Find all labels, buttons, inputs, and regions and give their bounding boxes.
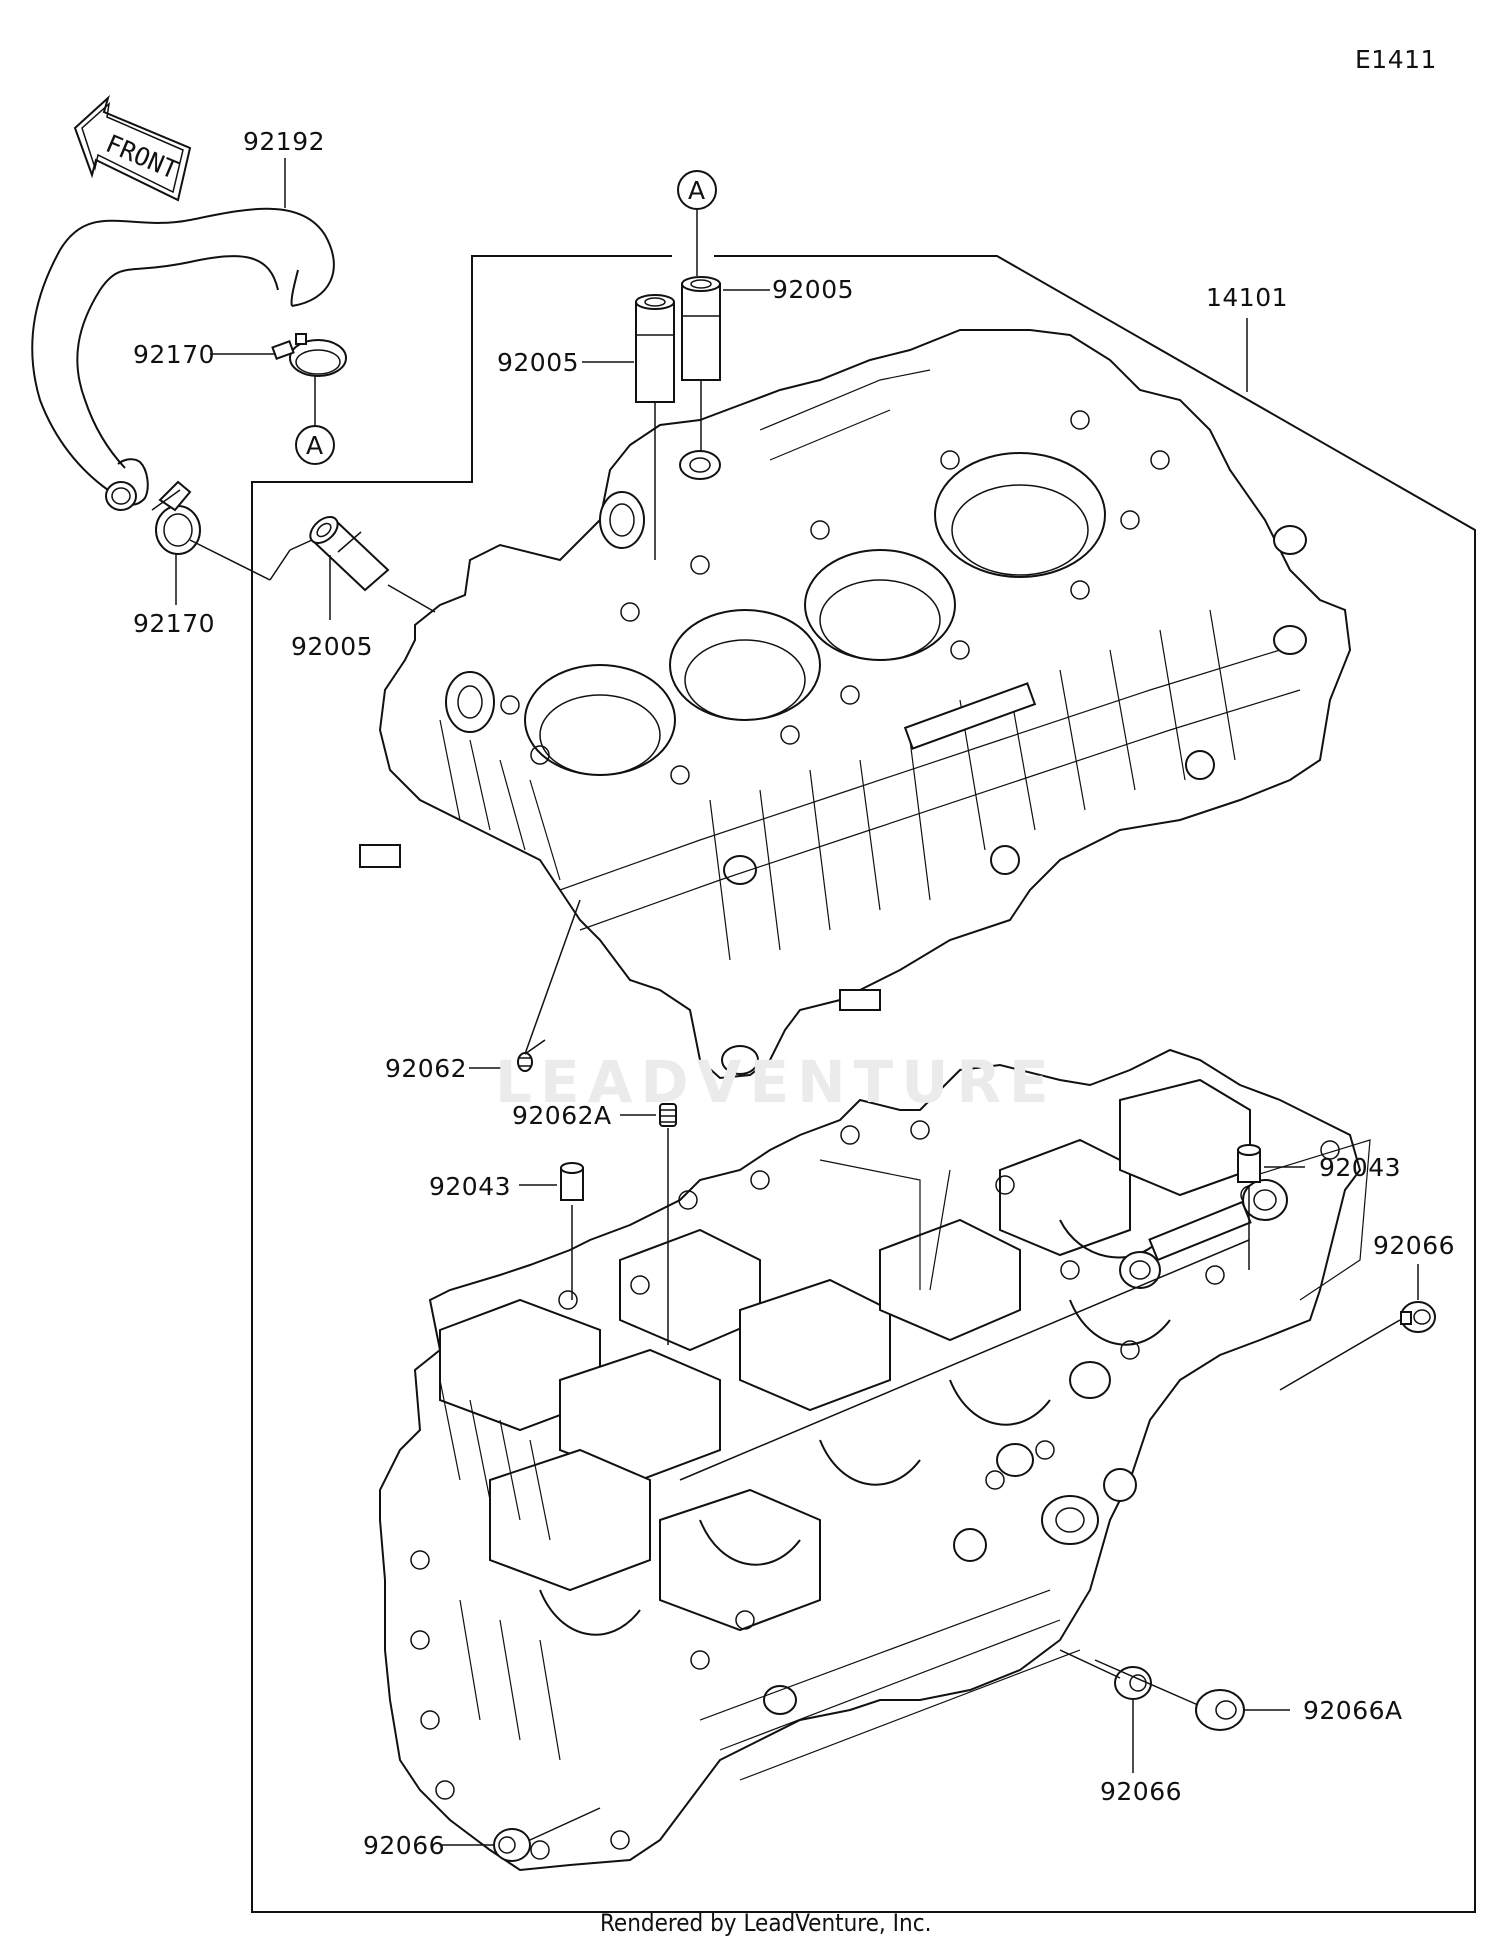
label-plug-bottom-mid: 92066 [1100, 1777, 1182, 1806]
upper-crankcase [359, 329, 1352, 1080]
reference-marker-left: A [295, 425, 335, 465]
clamp-upper [271, 333, 347, 377]
assembly-frame [251, 255, 1476, 1913]
label-pipe-right: 92005 [772, 275, 854, 304]
plug-upper-a [659, 1103, 677, 1127]
label-plug-upper-a: 92062A [512, 1101, 612, 1130]
lower-crankcase [379, 1048, 1371, 1872]
label-plug-upper: 92062 [385, 1054, 467, 1083]
watermark-text: LEADVENTURE [495, 1048, 1057, 1116]
svg-text:A: A [306, 431, 324, 460]
reference-marker-top: A [677, 170, 717, 210]
plug-bottom-left [493, 1828, 531, 1862]
footer-credit: Rendered by LeadVenture, Inc. [600, 1909, 931, 1937]
label-clamp-lower: 92170 [133, 609, 215, 638]
dowel-right [1237, 1144, 1261, 1183]
label-clamp-upper: 92170 [133, 340, 215, 369]
part-labels: 92192 92170 92170 92005 92005 92005 1410… [133, 127, 1455, 1860]
label-plug-right-a: 92066A [1303, 1696, 1403, 1725]
label-plug-right-top: 92066 [1373, 1231, 1455, 1260]
pipe-left [309, 515, 390, 592]
clamp-lower [151, 480, 201, 555]
svg-text:A: A [688, 176, 706, 205]
label-pipe-mid: 92005 [497, 348, 579, 377]
diagram-code: E1411 [1355, 45, 1437, 74]
breather-hose [31, 207, 335, 511]
label-dowel-left: 92043 [429, 1172, 511, 1201]
label-pipe-left: 92005 [291, 632, 373, 661]
plug-right-top [1400, 1301, 1436, 1333]
label-crankcase-set: 14101 [1206, 283, 1288, 312]
label-plug-bottom-left: 92066 [363, 1831, 445, 1860]
plug-bottom-mid [1114, 1666, 1152, 1700]
pipe-mid [635, 294, 675, 403]
front-arrow-icon: FRONT [73, 94, 192, 202]
pipe-right [681, 276, 721, 381]
leader-lines [175, 158, 1419, 1846]
label-hose: 92192 [243, 127, 325, 156]
plug-right-a [1195, 1689, 1245, 1731]
dowel-left [560, 1162, 584, 1201]
plug-upper [517, 1052, 533, 1072]
label-dowel-right: 92043 [1319, 1153, 1401, 1182]
